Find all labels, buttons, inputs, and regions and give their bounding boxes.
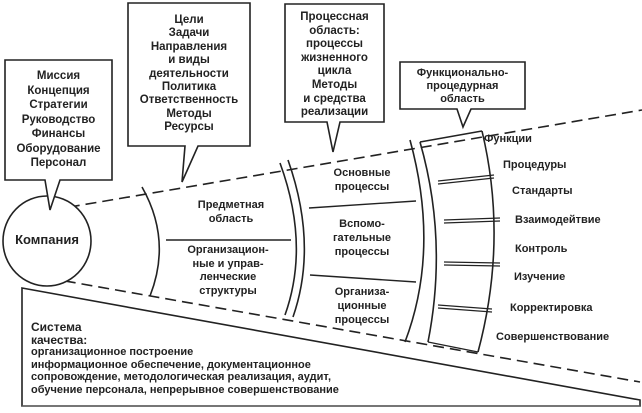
process-line: Процессная	[300, 11, 369, 23]
mission-line: Концепция	[27, 84, 90, 97]
functional-item-standards: Стандарты	[512, 185, 573, 197]
process-segment-line: гательные	[332, 232, 392, 244]
quality-body-line: организационное построение	[31, 346, 194, 359]
subject-ring-outer-arc	[279, 162, 298, 316]
company-label: Компания	[15, 232, 79, 247]
mission-line: Оборудование	[16, 142, 101, 155]
process-ring-inner-arc	[287, 159, 306, 318]
process-line: область:	[309, 24, 360, 37]
process-segment-line: процессы	[334, 181, 390, 193]
functional-ring-outer-arc	[477, 130, 495, 353]
process-segment-line: Основные	[333, 167, 391, 179]
process-ring-outer-arc	[404, 139, 425, 343]
process-line: цикла	[317, 65, 352, 78]
functional-item-control: Контроль	[515, 243, 568, 255]
process-line: процессы	[306, 38, 363, 51]
goals-line: Ответственность	[139, 94, 239, 107]
org-structures-label: Организацион- ные и управ- ленческие стр…	[168, 244, 288, 298]
process-segment-auxiliary: Вспомо- гательные процессы	[312, 217, 412, 259]
org-structures-line: ленческие	[199, 271, 257, 283]
callout-mission-box	[4, 59, 113, 211]
callout-functional-box	[399, 61, 526, 130]
mission-line: Руководство	[21, 113, 96, 126]
goals-line: и виды	[168, 54, 210, 67]
functional-ring-dividers	[437, 174, 501, 313]
process-ring-divider-2	[309, 274, 417, 283]
process-segment-line: Вспомо-	[339, 218, 385, 230]
process-segment-line: ционные	[337, 300, 387, 312]
mission-line: Финансы	[31, 128, 86, 140]
functional-item-procedures: Процедуры	[503, 159, 567, 171]
goals-line: деятельности	[149, 67, 229, 80]
callout-goals-text: Цели Задачи Направления и виды деятельно…	[128, 14, 250, 135]
functional-ring-top-cap	[419, 130, 483, 143]
callout-goals-box	[127, 2, 251, 183]
process-line: реализации	[300, 106, 369, 119]
org-structures-line: структуры	[199, 284, 257, 297]
quality-system-text: Система качества: организационное постро…	[31, 321, 339, 397]
functional-line: область	[440, 93, 485, 105]
subject-area-line: Предметная	[197, 199, 265, 211]
quality-body-line: информационное обеспечение, документацио…	[31, 358, 311, 371]
subject-ring-inner-arc	[141, 186, 161, 297]
quality-title-line: качества:	[31, 332, 88, 347]
goals-line: Ресурсы	[164, 121, 214, 134]
funnel-bottom-dashed-line	[47, 277, 641, 383]
process-segment-line: процессы	[334, 314, 390, 326]
mission-line: Персонал	[30, 157, 87, 169]
callout-functional-text: Функционально- процедурная область	[400, 67, 525, 106]
quality-body-line: сопровождение, методологическая реализац…	[31, 371, 332, 384]
org-structures-line: ные и управ-	[192, 257, 264, 270]
callout-process-text: Процессная область: процессы жизненного …	[285, 11, 384, 120]
process-line: жизненного	[301, 51, 368, 64]
functional-item-improvement: Совершенствование	[496, 331, 610, 343]
callout-mission-text: Миссия Концепция Стратегии Руководство Ф…	[5, 69, 112, 171]
process-segment-line: Организа-	[334, 286, 390, 298]
functional-line: процедурная	[426, 80, 499, 92]
process-segment-line: процессы	[334, 246, 390, 258]
process-line: и средства	[303, 92, 366, 105]
functional-item-study: Изучение	[514, 271, 566, 283]
functional-ring-inner-arc	[419, 141, 438, 343]
org-structures-line: Организацион-	[187, 244, 269, 256]
subject-area-label: Предметная область	[176, 198, 286, 226]
functional-ring-bottom-cap	[427, 341, 479, 353]
goals-line: Политика	[161, 81, 217, 94]
functional-line: Функционально-	[416, 67, 509, 79]
functional-item-correction: Корректировка	[510, 302, 593, 314]
funnel-top-dashed-line	[51, 109, 642, 211]
goals-line: Цели	[174, 14, 204, 26]
process-line: Методы	[311, 78, 358, 91]
goals-line: Задачи	[168, 27, 210, 40]
process-segment-main: Основные процессы	[312, 166, 412, 194]
functional-item-functions: Функции	[484, 133, 532, 145]
process-segment-organizational: Организа- ционные процессы	[312, 285, 412, 327]
mission-line: Миссия	[36, 70, 81, 82]
process-ring-divider-1	[308, 200, 417, 209]
callout-process-box	[284, 3, 385, 153]
functional-item-interaction: Взаимодейтвие	[515, 214, 601, 226]
goals-line: Методы	[166, 107, 212, 120]
quality-body-line: обучение персонала, непрерывное совершен…	[31, 383, 339, 396]
mission-line: Стратегии	[29, 99, 88, 111]
quality-title-line: Система	[31, 320, 82, 334]
subject-area-line: область	[208, 213, 254, 225]
goals-line: Направления	[150, 40, 228, 53]
